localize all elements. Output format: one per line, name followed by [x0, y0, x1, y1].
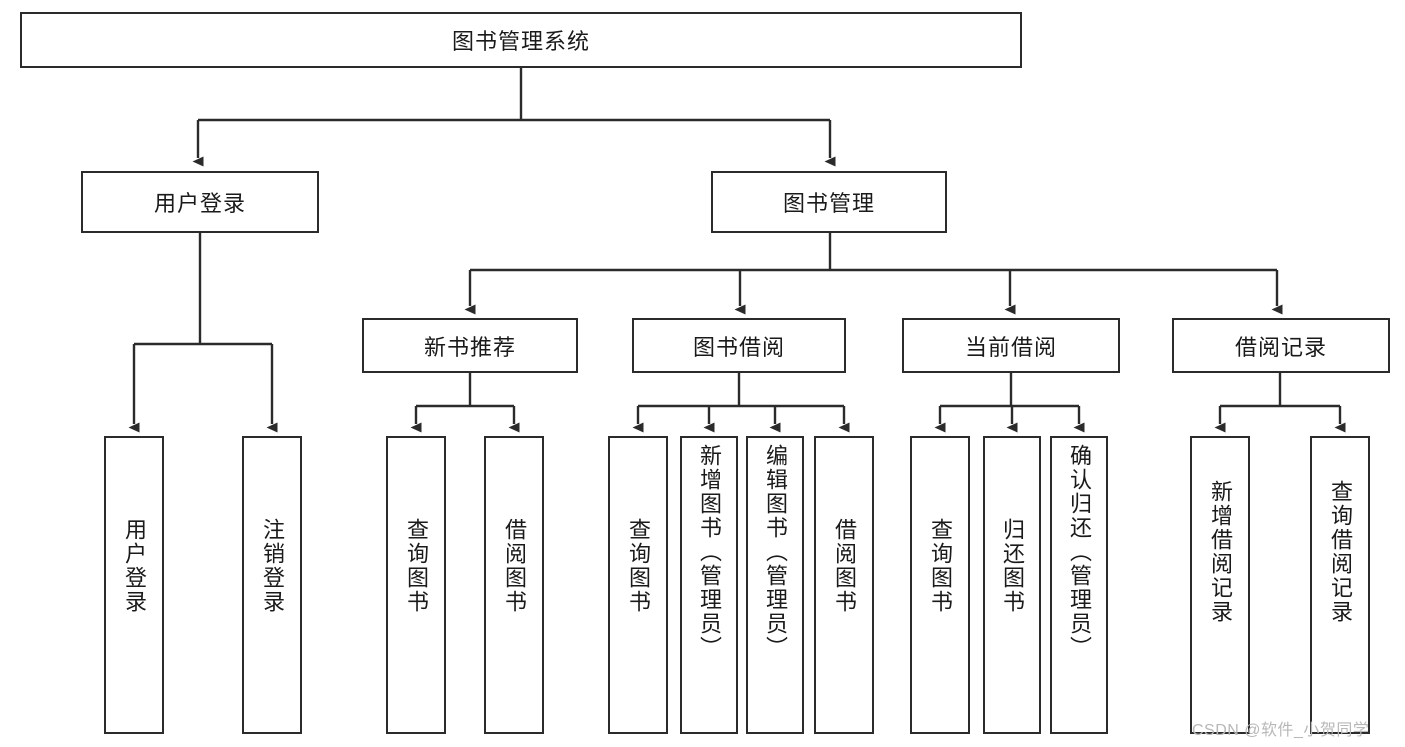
node-leaf-query-book-3[interactable]: 查询图书: [910, 436, 970, 734]
node-leaf-confirm-return[interactable]: 确认归还（管理员）: [1050, 436, 1108, 734]
node-leaf-query-book-1[interactable]: 查询图书: [386, 436, 446, 734]
node-leaf-add-book[interactable]: 新增图书（管理员）: [680, 436, 738, 734]
node-current-borrow-label: 当前借阅: [964, 334, 1057, 360]
node-leaf-logout[interactable]: 注销登录: [242, 436, 302, 734]
node-leaf-query-book-2[interactable]: 查询图书: [608, 436, 668, 734]
node-user-login-label: 用户登录: [153, 191, 246, 216]
node-book-manage[interactable]: 图书管理: [711, 171, 947, 233]
node-leaf-query-book-3-label: 查询图书: [927, 518, 953, 614]
node-leaf-edit-book[interactable]: 编辑图书（管理员）: [746, 436, 804, 734]
node-leaf-query-book-2-label: 查询图书: [625, 518, 651, 614]
node-leaf-add-record[interactable]: 新增借阅记录: [1190, 436, 1250, 734]
node-current-borrow[interactable]: 当前借阅: [902, 318, 1120, 373]
node-new-book-rec-label: 新书推荐: [423, 334, 516, 360]
node-leaf-confirm-return-label: 确认归还（管理员）: [1066, 444, 1092, 660]
node-user-login[interactable]: 用户登录: [81, 171, 319, 233]
node-root-label: 图书管理系统: [451, 29, 590, 54]
node-new-book-rec[interactable]: 新书推荐: [362, 318, 578, 373]
node-leaf-return-book[interactable]: 归还图书: [983, 436, 1041, 734]
node-book-borrow-label: 图书借阅: [692, 334, 785, 360]
node-leaf-edit-book-label: 编辑图书（管理员）: [762, 444, 788, 660]
node-leaf-query-book-1-label: 查询图书: [403, 518, 429, 614]
node-borrow-record-label: 借阅记录: [1234, 334, 1327, 360]
node-leaf-return-book-label: 归还图书: [999, 518, 1025, 614]
node-leaf-logout-label: 注销登录: [259, 518, 285, 614]
node-leaf-query-record[interactable]: 查询借阅记录: [1310, 436, 1370, 734]
node-leaf-borrow-book-2-label: 借阅图书: [831, 518, 857, 614]
node-leaf-borrow-book-1-label: 借阅图书: [501, 518, 527, 614]
csdn-watermark: CSDN @软件_小贺同学: [1192, 722, 1370, 739]
node-leaf-user-login[interactable]: 用户登录: [104, 436, 164, 734]
node-leaf-add-record-label: 新增借阅记录: [1207, 480, 1233, 624]
node-book-manage-label: 图书管理: [782, 191, 875, 216]
node-leaf-query-record-label: 查询借阅记录: [1327, 480, 1353, 624]
node-leaf-user-login-label: 用户登录: [121, 518, 147, 614]
node-leaf-borrow-book-1[interactable]: 借阅图书: [484, 436, 544, 734]
node-borrow-record[interactable]: 借阅记录: [1172, 318, 1390, 373]
node-leaf-add-book-label: 新增图书（管理员）: [696, 444, 722, 660]
node-book-borrow[interactable]: 图书借阅: [632, 318, 846, 373]
node-root[interactable]: 图书管理系统: [20, 12, 1022, 68]
node-leaf-borrow-book-2[interactable]: 借阅图书: [814, 436, 874, 734]
